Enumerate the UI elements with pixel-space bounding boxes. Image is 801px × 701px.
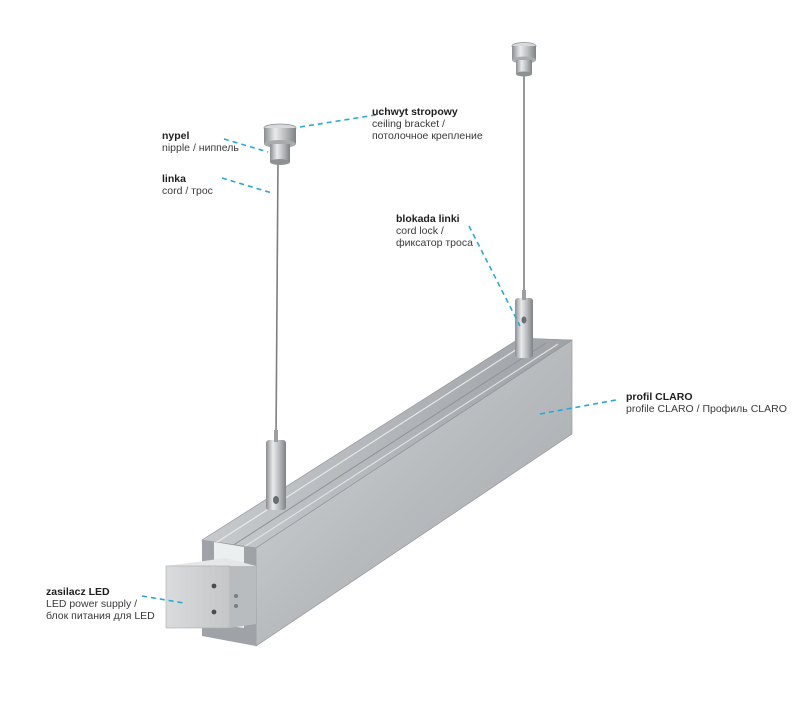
profile-claro — [201, 337, 573, 647]
label-ceiling-bracket-line1: ceiling bracket / — [372, 118, 445, 130]
leader-cord — [221, 177, 273, 194]
leader-nipple — [223, 138, 269, 153]
terminal-icon — [234, 604, 238, 608]
terminal-icon — [234, 594, 238, 598]
leader-ceiling-bracket — [299, 113, 383, 128]
label-cord-lock-title: blokada linki — [396, 213, 460, 225]
cord-lock-right — [515, 290, 533, 358]
label-cord-title: linka — [162, 173, 186, 185]
label-nipple-line1: nipple / ниппель — [162, 142, 239, 154]
label-power-supply-line1: LED power supply / — [46, 598, 138, 610]
leader-profile — [539, 399, 617, 415]
led-power-supply — [165, 558, 256, 629]
ceiling-bracket-left — [263, 123, 297, 165]
label-cord-line1: cord / трос — [162, 185, 213, 197]
cord-lines — [275, 74, 525, 441]
label-power-supply-line2: блок питания для LED — [46, 610, 155, 622]
label-nipple: nypel nipple / ниппель — [162, 130, 239, 154]
label-profile-title: profil CLARO — [626, 391, 693, 403]
label-cord-lock-line2: фиксатор троса — [396, 237, 473, 249]
label-profile-line1: profile CLARO / Профиль CLARO — [626, 403, 787, 415]
leader-cord-lock — [468, 225, 521, 327]
label-power-supply-title: zasilacz LED — [46, 586, 110, 598]
label-profile: profil CLARO profile CLARO / Профиль CLA… — [626, 391, 787, 415]
label-cord: linka cord / трос — [162, 173, 213, 197]
label-ceiling-bracket-title: uchwyt stropowy — [372, 106, 458, 118]
ceiling-bracket-right — [511, 42, 537, 77]
leader-lines — [141, 113, 617, 604]
label-ceiling-bracket: uchwyt stropowy ceiling bracket / потоло… — [372, 106, 483, 142]
label-nipple-title: nypel — [162, 130, 190, 142]
cord-lock-left — [266, 430, 286, 510]
leader-power-supply — [141, 595, 185, 604]
label-ceiling-bracket-line2: потолочное крепление — [372, 130, 483, 142]
label-cord-lock-line1: cord lock / — [396, 225, 444, 237]
cord-left — [275, 159, 279, 441]
label-power-supply: zasilacz LED LED power supply / блок пит… — [46, 586, 155, 622]
label-cord-lock: blokada linki cord lock / фиксатор троса — [396, 213, 473, 249]
